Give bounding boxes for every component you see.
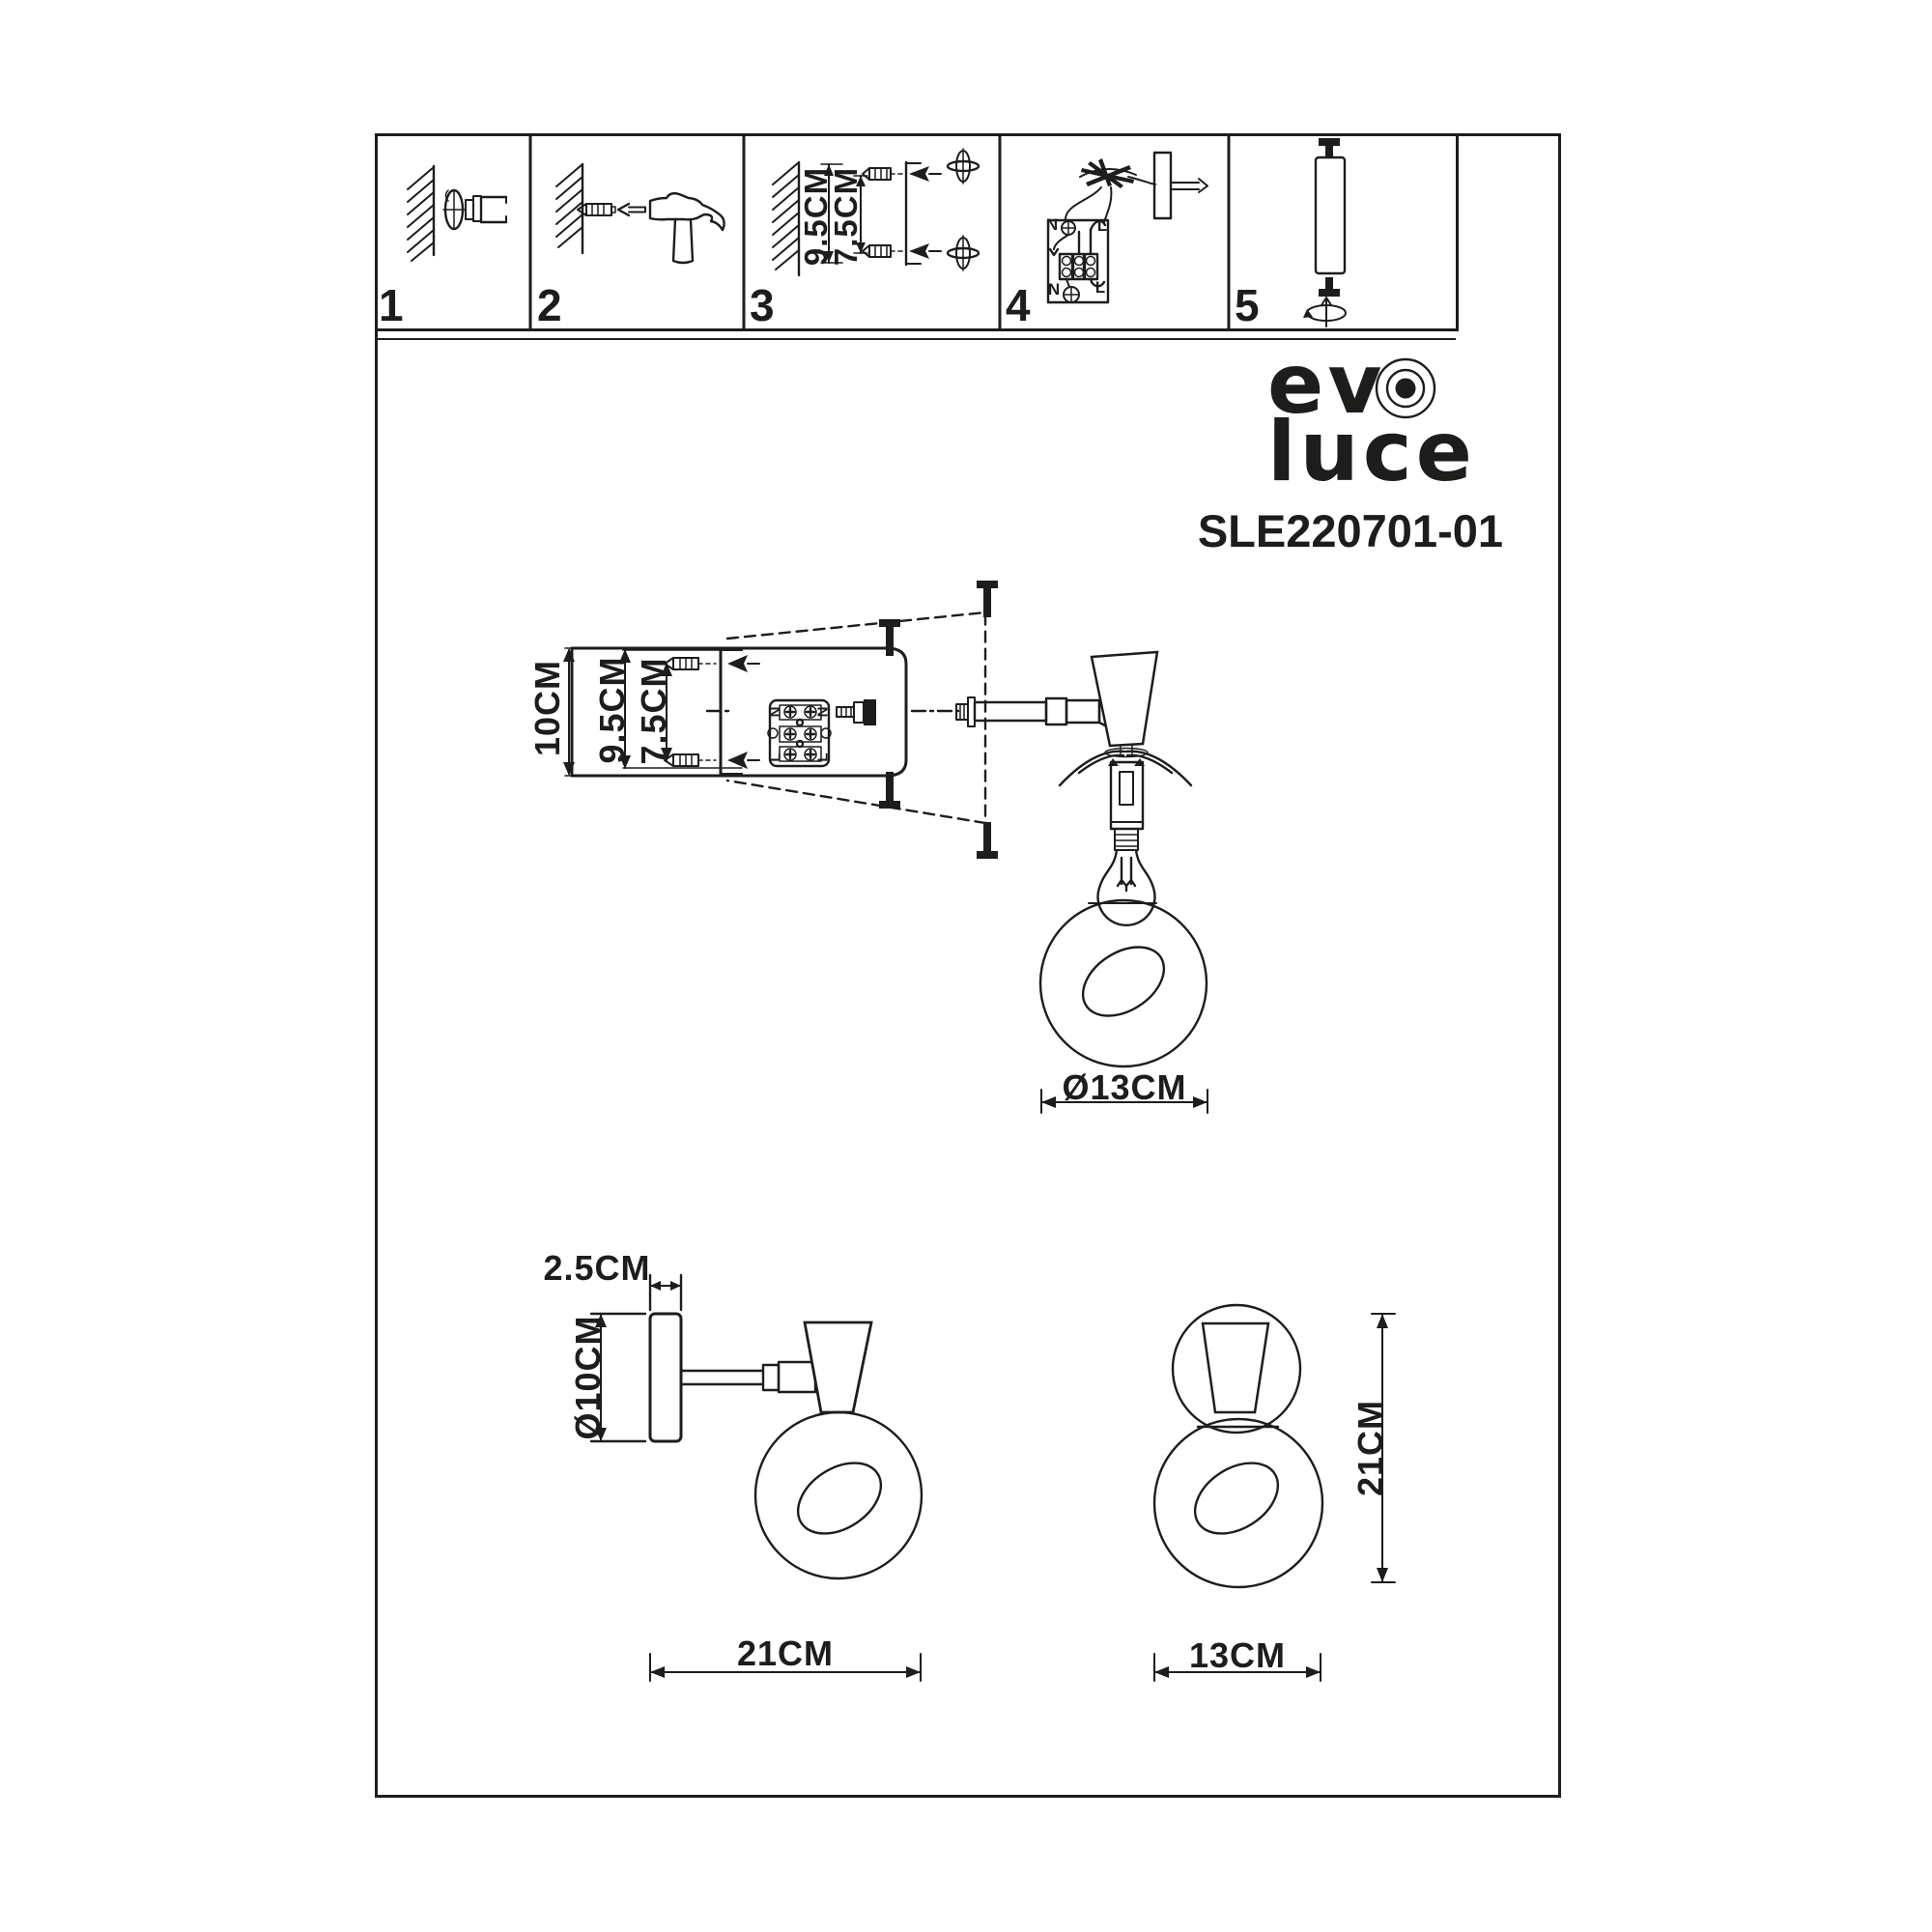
model-number: SLE220701-01 [1198,505,1503,556]
canopy-screws [879,581,998,859]
screw-darts [727,655,760,769]
screw-dart-icon [909,166,942,259]
label-exploded-plate-height: 10CM [527,659,567,757]
label-neutral: N [1047,280,1061,298]
terminal-block-rotated [767,698,832,768]
wall-hatch-icon [772,161,800,270]
arm-side [679,1360,817,1394]
screw-top-icon [1319,138,1340,157]
label-exploded-screw-spacing: 7.5CM [634,657,673,765]
rod-icon [1314,156,1347,275]
front-view-drawing [1152,1303,1396,1682]
mounting-bracket-icon [904,160,922,267]
dimension-9-5 [820,163,843,264]
label-live: L [767,753,784,762]
label-exploded-hole-spacing: 9.5CM [592,656,632,764]
step-2-number: 2 [537,280,562,330]
label-neutral: N [814,706,832,718]
light-bulb [1096,828,1156,926]
logo-word-ev: ev [1267,336,1385,433]
wall-anchor [664,753,717,767]
label-neutral: N [767,706,784,718]
rotate-arrow-icon [1303,297,1347,327]
steps-artwork [407,134,1347,330]
wall-anchor [664,657,717,670]
side-view-drawing [589,1273,923,1682]
step4-icon [1046,151,1208,304]
label-side-total-depth: 21CM [736,1634,835,1673]
wall-anchor-icon [862,167,905,181]
logo-word-luce: luce [1267,404,1476,500]
strip-dividers [528,134,1231,330]
wall-anchor-icon [862,244,905,258]
label-live: L [814,753,832,762]
arrow-left-icon [616,202,631,217]
label-front-shade-width: 13CM [1188,1635,1287,1675]
wall-anchor-icon [577,203,616,216]
exploded-view-drawing [563,581,1208,1114]
step-5-number: 5 [1235,280,1260,330]
canopy-side-icon [1152,151,1173,220]
label-neutral: N [1045,215,1059,234]
hammer-icon [648,191,725,265]
dimension-21cm-depth [649,1653,922,1682]
wall-plate-side [648,1312,683,1443]
label-side-plate-diameter: Ø10CM [568,1315,608,1440]
arm-assembly [955,693,1115,731]
screw-bottom-icon [1319,277,1340,297]
cone-side [803,1321,873,1414]
dimension-10cm [563,648,575,776]
label-side-plate-depth: 2.5CM [543,1248,651,1288]
step5-icon [1303,138,1347,327]
lamp-socket [1109,760,1145,831]
dimension-7-5cm [661,663,672,761]
wall-hatch-icon [407,166,435,262]
dimension-13cm [1040,1089,1208,1114]
threaded-rod-icon [1170,178,1208,193]
wall-hatch-icon [555,163,583,248]
turning-screw-icon [946,148,980,271]
twisted-wires-icon [1079,158,1156,188]
terminal-block-icon [1046,218,1110,304]
step2-icon [555,162,725,265]
plate-front [1171,1303,1302,1435]
sphere-side [753,1410,923,1580]
step3-icon [772,148,980,277]
brand-logo: ev luce SLE220701-01 [1198,336,1503,556]
cone-shade [1090,650,1159,748]
dimension-13cm-width [1153,1653,1321,1682]
sphere-front [1152,1417,1324,1589]
canopy-dashed-outline [725,611,987,825]
page-border [375,133,1561,1798]
step-4-number: 4 [1006,280,1031,330]
logo-target-icon [1375,357,1436,419]
installation-steps-strip [375,133,1459,331]
dimension-2-5cm [648,1273,683,1312]
label-exploded-shade-diameter: Ø13CM [1062,1067,1187,1107]
dimension-21cm-height [1371,1313,1396,1583]
sphere-diffuser [1038,898,1208,1068]
cone-front [1201,1321,1270,1414]
step-3-number: 3 [750,280,775,330]
dimension-10cm-plate [589,1312,647,1443]
label-step3-screw-spacing: 7.5CM [828,166,864,267]
decorative-petals [1058,745,1193,787]
label-live: L [1094,278,1106,297]
step1-icon [407,164,508,262]
strip-separator-line [378,338,1456,340]
label-live: L [1096,216,1108,235]
connector-bolt [836,699,876,725]
label-front-total-height: 21CM [1350,1399,1390,1497]
step-1-number: 1 [379,280,404,330]
